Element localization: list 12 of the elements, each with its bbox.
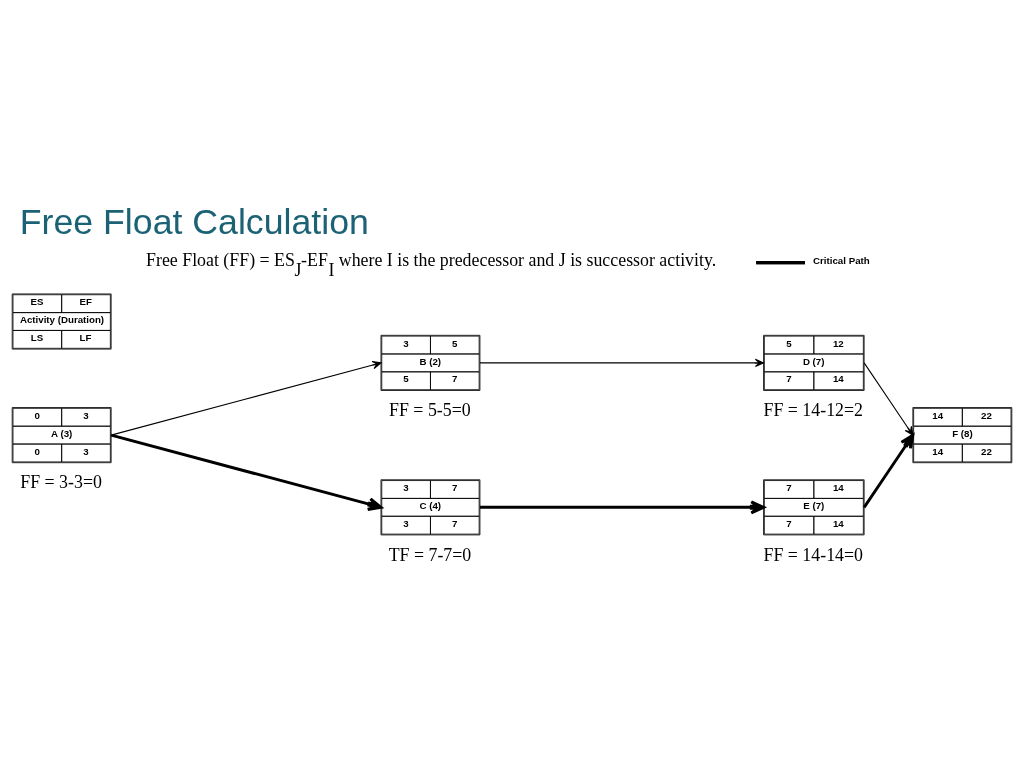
node-label: FF = 14-14=0 <box>763 544 863 565</box>
arrow <box>862 433 915 509</box>
node-label: FF = 14-12=2 <box>763 400 863 421</box>
arrow <box>479 358 765 368</box>
legend-label: Critical Path <box>813 255 870 267</box>
diagram-title: Free Float Calculation <box>19 202 369 243</box>
node-label: FF = 5-5=0 <box>389 400 471 421</box>
node-label: TF = 7-7=0 <box>388 544 472 565</box>
arrow <box>479 500 765 515</box>
arrow <box>863 362 914 436</box>
arrow <box>110 433 383 511</box>
node-label: FF = 3-3=0 <box>20 472 102 493</box>
